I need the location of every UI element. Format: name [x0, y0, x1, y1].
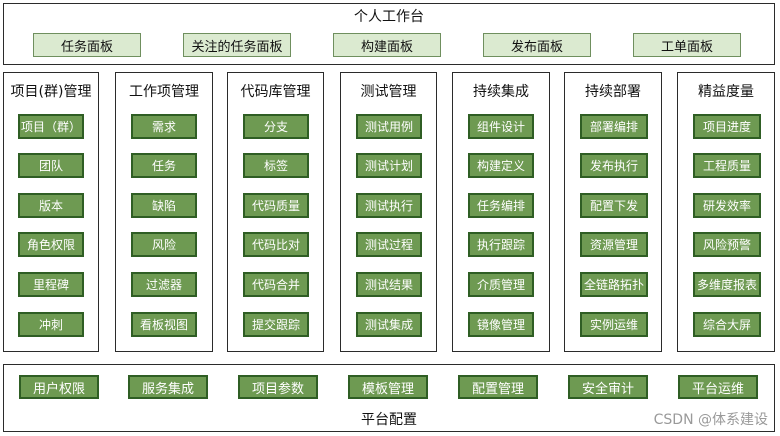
watermark: CSDN @体系建设 — [653, 412, 768, 428]
module-item[interactable]: 代码比对 — [243, 232, 309, 257]
module-item[interactable]: 风险预警 — [693, 232, 761, 257]
module-item[interactable]: 看板视图 — [131, 312, 197, 337]
platform-item-template-management[interactable]: 模板管理 — [348, 375, 428, 399]
module-item[interactable]: 测试用例 — [356, 114, 422, 139]
module-title: 代码库管理 — [240, 84, 311, 100]
personal-item-release-board[interactable]: 发布面板 — [483, 33, 591, 57]
module-item[interactable]: 测试执行 — [356, 193, 422, 218]
module-title: 项目(群)管理 — [10, 84, 92, 100]
platform-config-title: 平台配置 — [361, 412, 417, 428]
module-item[interactable]: 代码质量 — [243, 193, 309, 218]
module-item[interactable]: 执行跟踪 — [468, 232, 534, 257]
module-item[interactable]: 测试结果 — [356, 272, 422, 297]
module-workitem-management: 工作项管理 需求 任务 缺陷 风险 过滤器 看板视图 — [115, 72, 213, 352]
module-item[interactable]: 任务 — [131, 153, 197, 178]
module-code-repo-management: 代码库管理 分支 标签 代码质量 代码比对 代码合并 提交跟踪 — [227, 72, 324, 352]
platform-item-platform-ops[interactable]: 平台运维 — [678, 375, 758, 399]
module-item[interactable]: 分支 — [243, 114, 309, 139]
module-item[interactable]: 标签 — [243, 153, 309, 178]
module-item[interactable]: 测试过程 — [356, 232, 422, 257]
module-title: 测试管理 — [360, 84, 417, 100]
module-item[interactable]: 版本 — [18, 193, 84, 218]
module-item[interactable]: 介质管理 — [468, 272, 534, 297]
personal-item-build-board[interactable]: 构建面板 — [333, 33, 441, 57]
module-item[interactable]: 测试计划 — [356, 153, 422, 178]
module-item[interactable]: 里程碑 — [18, 272, 84, 297]
module-item[interactable]: 部署编排 — [580, 114, 648, 139]
module-title: 持续集成 — [473, 84, 529, 100]
module-item[interactable]: 研发效率 — [693, 193, 761, 218]
module-item[interactable]: 实例运维 — [580, 312, 648, 337]
module-item[interactable]: 提交跟踪 — [243, 312, 309, 337]
platform-item-user-permission[interactable]: 用户权限 — [19, 375, 99, 399]
module-title: 工作项管理 — [129, 84, 199, 100]
module-item[interactable]: 需求 — [131, 114, 197, 139]
module-item[interactable]: 风险 — [131, 232, 197, 257]
personal-workspace-title: 个人工作台 — [354, 9, 424, 25]
module-item[interactable]: 配置下发 — [580, 193, 648, 218]
module-item[interactable]: 代码合并 — [243, 272, 309, 297]
module-item[interactable]: 缺陷 — [131, 193, 197, 218]
module-item[interactable]: 多维度报表 — [693, 272, 761, 297]
module-item[interactable]: 综合大屏 — [693, 312, 761, 337]
module-continuous-integration: 持续集成 组件设计 构建定义 任务编排 执行跟踪 介质管理 镜像管理 — [452, 72, 550, 352]
module-item[interactable]: 过滤器 — [131, 272, 197, 297]
module-item[interactable]: 项目进度 — [693, 114, 761, 139]
module-item[interactable]: 镜像管理 — [468, 312, 534, 337]
module-item[interactable]: 资源管理 — [580, 232, 648, 257]
personal-item-task-board[interactable]: 任务面板 — [33, 33, 141, 57]
module-title: 持续部署 — [585, 84, 641, 100]
platform-item-service-integration[interactable]: 服务集成 — [128, 375, 208, 399]
module-item[interactable]: 组件设计 — [468, 114, 534, 139]
module-test-management: 测试管理 测试用例 测试计划 测试执行 测试过程 测试结果 测试集成 — [340, 72, 437, 352]
module-item[interactable]: 冲刺 — [18, 312, 84, 337]
module-item[interactable]: 发布执行 — [580, 153, 648, 178]
module-item[interactable]: 工程质量 — [693, 153, 761, 178]
module-item[interactable]: 全链路拓扑 — [580, 272, 648, 297]
module-item[interactable]: 团队 — [18, 153, 84, 178]
platform-item-project-params[interactable]: 项目参数 — [238, 375, 318, 399]
module-lean-metrics: 精益度量 项目进度 工程质量 研发效率 风险预警 多维度报表 综合大屏 — [677, 72, 775, 352]
module-title: 精益度量 — [698, 84, 754, 100]
module-item[interactable]: 任务编排 — [468, 193, 534, 218]
personal-item-ticket-board[interactable]: 工单面板 — [633, 33, 741, 57]
module-item[interactable]: 项目（群） — [18, 114, 84, 139]
module-item[interactable]: 构建定义 — [468, 153, 534, 178]
module-item[interactable]: 角色权限 — [18, 232, 84, 257]
platform-item-security-audit[interactable]: 安全审计 — [568, 375, 648, 399]
module-continuous-deployment: 持续部署 部署编排 发布执行 配置下发 资源管理 全链路拓扑 实例运维 — [564, 72, 662, 352]
module-project-management: 项目(群)管理 项目（群） 团队 版本 角色权限 里程碑 冲刺 — [3, 72, 99, 352]
module-item[interactable]: 测试集成 — [356, 312, 422, 337]
platform-item-config-management[interactable]: 配置管理 — [458, 375, 538, 399]
personal-item-followed-task-board[interactable]: 关注的任务面板 — [183, 33, 291, 57]
